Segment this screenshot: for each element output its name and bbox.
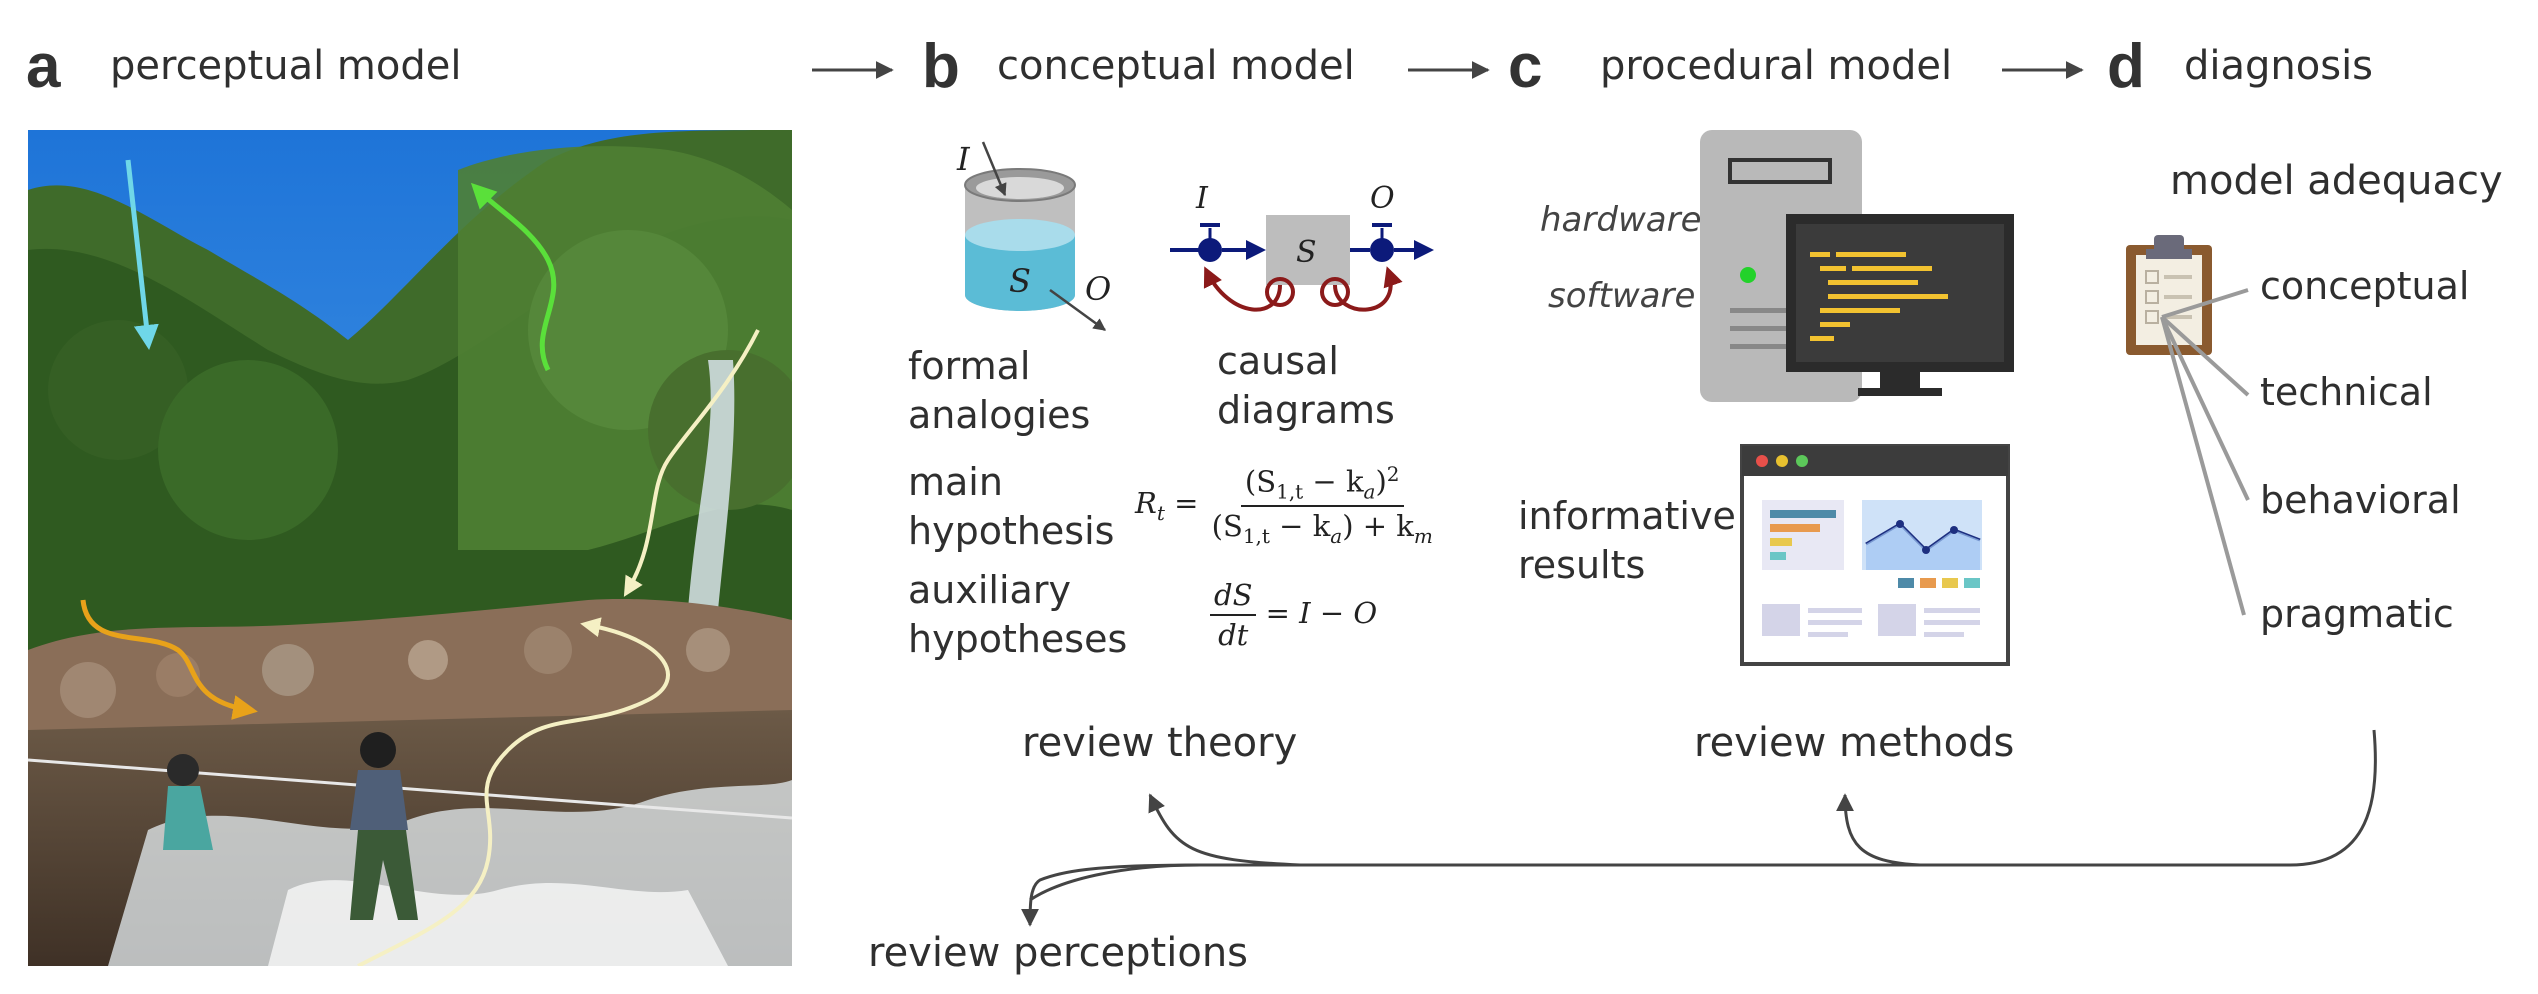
review-perceptions-label: review perceptions <box>868 930 1249 976</box>
person-left <box>163 754 213 850</box>
causal-storage-label: S <box>1296 235 1317 270</box>
tank-input-label: I <box>956 140 971 178</box>
storage-tank-icon: I S O <box>956 140 1111 332</box>
panel-title-b: conceptual model <box>997 43 1355 89</box>
feedback-main-curve <box>1029 729 2377 902</box>
panel-label-b: b <box>922 32 960 101</box>
panel-label-a: a <box>26 32 61 101</box>
causal-input-label: I <box>1195 181 1209 216</box>
tank-storage-label: S <box>1009 262 1031 300</box>
adequacy-item-pragmatic: pragmatic <box>2260 592 2454 636</box>
arrow-review-methods <box>1836 793 1921 867</box>
computer-icon <box>1700 130 2014 402</box>
eq-denominator: (S1,t − ka) + km <box>1211 509 1433 549</box>
person-right <box>350 732 418 920</box>
arrow-streamflow <box>357 617 670 966</box>
aux-denominator: dt <box>1218 618 1249 652</box>
main-hypothesis-label: main hypothesis <box>908 460 1115 553</box>
clipboard-icon <box>2126 235 2250 616</box>
auxiliary-hypotheses-label: auxiliary hypotheses <box>908 568 1128 661</box>
informative-results-label: informative results <box>1518 494 1736 587</box>
field-photo <box>28 130 792 966</box>
auxiliary-hypothesis-equation: dS dt = I − O <box>1210 578 1377 652</box>
arrow-groundwater <box>623 329 760 597</box>
eq-equals: = <box>1174 486 1208 521</box>
tank-output-label: O <box>1085 270 1111 308</box>
adequacy-item-conceptual: conceptual <box>2260 264 2470 308</box>
field-photo-illustration <box>28 130 792 966</box>
causal-diagrams-label: causal diagrams <box>1217 339 1395 432</box>
software-label: software <box>1548 276 1696 316</box>
panel-label-d: d <box>2107 32 2145 101</box>
adequacy-item-behavioral: behavioral <box>2260 478 2461 522</box>
causal-output-label: O <box>1370 181 1395 216</box>
panel-title-d: diagnosis <box>2184 43 2374 89</box>
eq-fraction: (S1,t − ka)2 (S1,t − ka) + km <box>1208 462 1437 548</box>
aux-fraction: dS dt <box>1210 578 1257 652</box>
formal-analogies-label: formal analogies <box>908 344 1091 437</box>
hardware-label: hardware <box>1540 200 1702 240</box>
eq-lhs: R <box>1135 486 1157 521</box>
results-dashboard-icon <box>1740 444 2010 666</box>
causal-diagram-icon: I O S <box>1170 181 1434 312</box>
arrow-precipitation <box>125 159 159 350</box>
review-methods-label: review methods <box>1694 720 2015 766</box>
eq-lhs-sub: t <box>1156 500 1165 525</box>
aux-numerator: dS <box>1210 578 1257 616</box>
panel-title-c: procedural model <box>1600 43 1953 89</box>
adequacy-item-technical: technical <box>2260 370 2433 414</box>
model-adequacy-label: model adequacy <box>2170 158 2503 204</box>
arrow-evapotranspiration <box>470 182 557 372</box>
arrow-review-theory <box>1148 793 1301 867</box>
arrow-review-perceptions <box>1021 863 1201 927</box>
eq-numerator: (S1,t − ka)2 <box>1240 462 1404 508</box>
panel-label-c: c <box>1508 32 1543 101</box>
review-theory-label: review theory <box>1022 720 1298 766</box>
arrow-lateral-inflow <box>80 599 258 720</box>
panel-title-a: perceptual model <box>110 43 462 89</box>
aux-rhs: = I − O <box>1265 596 1378 630</box>
main-hypothesis-equation: Rt = (S1,t − ka)2 (S1,t − ka) + km <box>1135 462 1437 548</box>
